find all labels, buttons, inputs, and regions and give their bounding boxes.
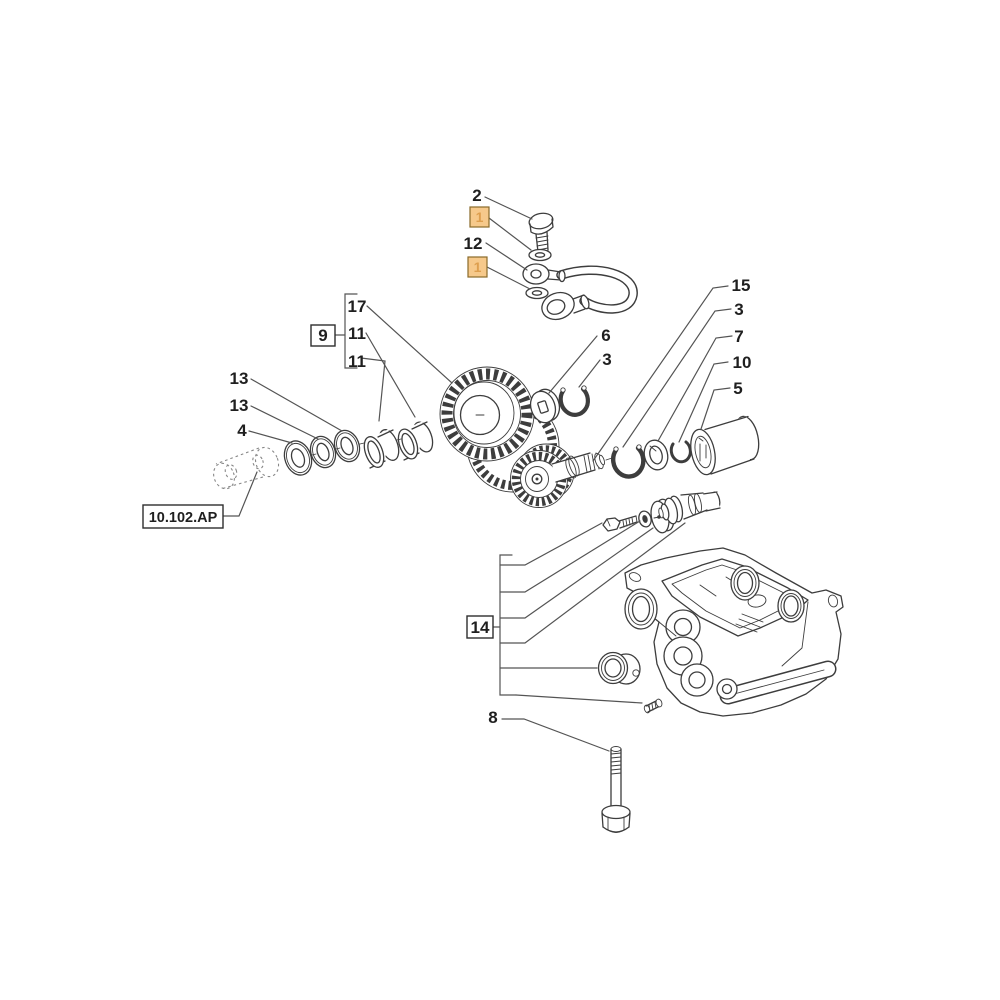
- axis-dashes: [311, 414, 613, 461]
- callout-snap-ring-small[interactable]: 10: [733, 353, 752, 372]
- callout-drive-gear[interactable]: 17: [348, 297, 367, 316]
- snap-ring-shaft: [610, 444, 646, 479]
- callout-seal-washer-lower[interactable]: 1: [474, 259, 482, 275]
- callout-banjo-bolt[interactable]: 2: [472, 186, 481, 205]
- seal-washer-upper: [528, 248, 552, 262]
- callout-reference-section[interactable]: 10.102.AP: [149, 510, 218, 526]
- callout-seal-washer-upper[interactable]: 1: [476, 209, 484, 225]
- banjo-eye: [541, 291, 590, 321]
- grub-screw: [643, 698, 663, 714]
- pump-shaft: [551, 452, 605, 483]
- callout-snap-ring-shaft[interactable]: 3: [734, 300, 743, 319]
- shaft-retainers: [610, 415, 760, 479]
- callout-ring-right[interactable]: 13: [230, 369, 249, 388]
- banjo-union: [522, 263, 566, 285]
- thrust-ring-right: [333, 429, 361, 463]
- group-box-9[interactable]: [310, 324, 336, 347]
- banjo-bolt: [528, 212, 554, 253]
- bushing-left: [363, 429, 400, 469]
- valve-plunger: [658, 491, 721, 525]
- callout-banjo-union[interactable]: 12: [464, 234, 483, 253]
- bearing-ring: [597, 651, 641, 685]
- callout-notched-washer[interactable]: 7: [734, 327, 743, 346]
- relief-valve-parts: [602, 491, 721, 534]
- group-box-14[interactable]: [466, 615, 494, 639]
- callout-gear-group[interactable]: 9: [318, 326, 327, 345]
- long-hex-bolt: [601, 746, 631, 833]
- callout-bushing-left[interactable]: 11: [348, 352, 366, 371]
- snap-ring-small: [669, 440, 692, 464]
- bracket-14: [499, 554, 517, 696]
- highlight-box-washer-lower[interactable]: [467, 256, 488, 278]
- ring-front: [283, 440, 313, 476]
- bushing-right: [397, 421, 434, 461]
- callout-pump-body-group[interactable]: 14: [471, 618, 490, 637]
- shaft-gear-assembly: [510, 443, 605, 508]
- valve-bolt: [602, 515, 638, 532]
- callout-labels: 2 1 12 1 9 17 11 11 13 13 4 15 3 7 10 5 …: [142, 186, 752, 727]
- seal-washer-lower: [525, 286, 549, 300]
- callout-spacer-bushing[interactable]: 5: [733, 379, 742, 398]
- notched-washer: [643, 439, 669, 471]
- spacer-bushing: [690, 415, 760, 476]
- highlight-box-washer-upper[interactable]: [469, 206, 490, 228]
- oil-pipe-hose: [556, 265, 638, 314]
- pump-body-housing: [624, 547, 844, 717]
- phantom-crankshaft: [213, 446, 280, 490]
- oil-pipe-assembly: [522, 212, 638, 321]
- bracket-9: [344, 293, 358, 369]
- callout-bushing-right[interactable]: 11: [348, 324, 366, 343]
- callout-ring-front[interactable]: 4: [237, 421, 247, 440]
- leader-lines: [222, 196, 733, 752]
- keyed-washer: [529, 388, 561, 424]
- snap-ring-gear: [558, 385, 590, 417]
- reference-box[interactable]: [142, 504, 224, 529]
- callout-shaft-gear[interactable]: 15: [732, 276, 751, 295]
- callout-snap-ring-gear[interactable]: 3: [602, 350, 611, 369]
- callout-keyed-washer[interactable]: 6: [601, 326, 610, 345]
- callout-ring-left[interactable]: 13: [230, 396, 249, 415]
- callout-hex-bolt[interactable]: 8: [488, 708, 497, 727]
